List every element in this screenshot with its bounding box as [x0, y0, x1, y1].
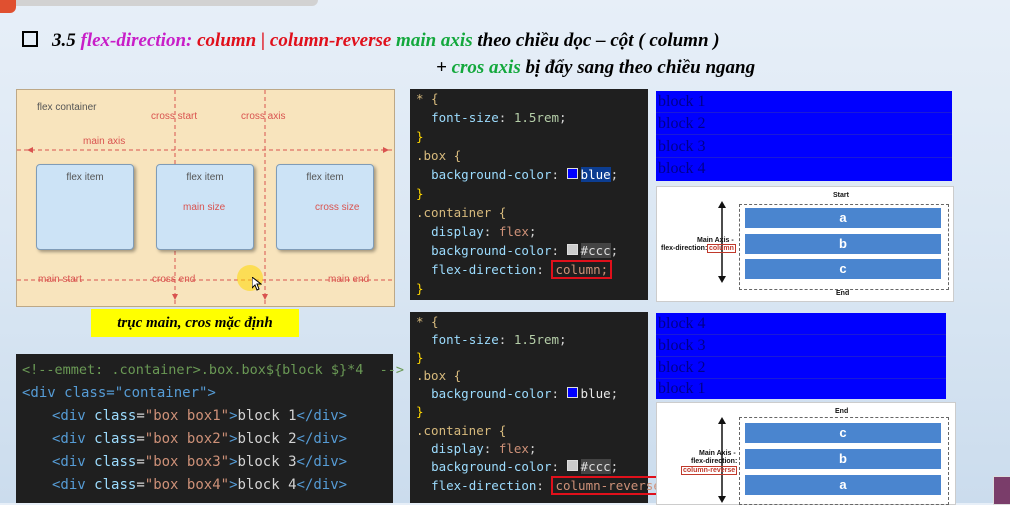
flex-item-bar: a [745, 208, 941, 228]
flex-container-label: flex container [37, 102, 97, 113]
axis-diagram-column: Start a b c End Main Axis - flex-directi… [656, 186, 954, 302]
html-code-panel: <!--emmet: .container>.box.box${block $}… [16, 354, 404, 503]
css-code-panel-column: * { font-size: 1.5rem; } .box { backgrou… [410, 89, 648, 300]
cross-start-label: cross start [151, 111, 198, 122]
slide-title: 3.5 flex-direction: column | column-reve… [22, 30, 720, 52]
checkbox-bullet-icon [22, 31, 38, 47]
main-end-label: main end [328, 274, 370, 285]
cross-axis-label: cross axis [241, 111, 286, 122]
flex-item-bar: b [745, 234, 941, 254]
output-block: block 2 [656, 357, 946, 379]
webcam-thumbnail [993, 476, 1010, 505]
flex-item-bar: c [745, 259, 941, 279]
output-block: block 3 [656, 335, 946, 357]
arrow-up-down-icon [718, 417, 726, 503]
color-swatch-icon [566, 387, 578, 398]
output-block: block 4 [658, 160, 706, 177]
arrow-up-down-icon [718, 201, 726, 283]
top-toolbar-strip [0, 0, 318, 6]
output-blocks-column: block 1 block 2 block 3 block 4 [656, 91, 952, 181]
mouse-cursor-highlight [237, 265, 263, 291]
output-block: block 1 [656, 91, 952, 113]
flex-item-bar: c [745, 423, 941, 443]
flex-item-3: flex item [276, 164, 374, 250]
output-blocks-column-reverse: block 4 block 3 block 2 block 1 [656, 313, 946, 399]
flex-item-bar: a [745, 475, 941, 495]
color-swatch-icon [566, 168, 578, 179]
output-block: block 4 [656, 313, 946, 335]
note-label: trục main, cros mặc định [91, 309, 299, 337]
main-axis-label: main axis [83, 136, 126, 147]
color-swatch-icon [566, 244, 578, 255]
flex-item-2: flex item [156, 164, 254, 250]
color-swatch-icon [566, 460, 578, 471]
slide-subtitle: + cros axis bị đẩy sang theo chiều ngang [436, 57, 756, 78]
main-size-label: main size [183, 202, 226, 213]
output-block: block 3 [656, 136, 952, 158]
main-start-label: main start [38, 274, 82, 285]
cross-end-label: cross end [152, 274, 196, 285]
record-indicator [0, 0, 16, 13]
mouse-pointer-icon [252, 277, 262, 291]
flex-item-bar: b [745, 449, 941, 469]
css-code-panel-column-reverse: * { font-size: 1.5rem; } .box { backgrou… [410, 312, 673, 503]
flex-item-1: flex item [36, 164, 134, 250]
axis-diagram-column-reverse: End c b a Main Axis - flex-direction: co… [656, 402, 956, 505]
output-block: block 1 [658, 380, 706, 397]
cross-size-label: cross size [315, 202, 360, 213]
output-block: block 2 [656, 113, 952, 135]
flex-container-diagram: flex container cross start cross axis ma… [16, 89, 395, 307]
